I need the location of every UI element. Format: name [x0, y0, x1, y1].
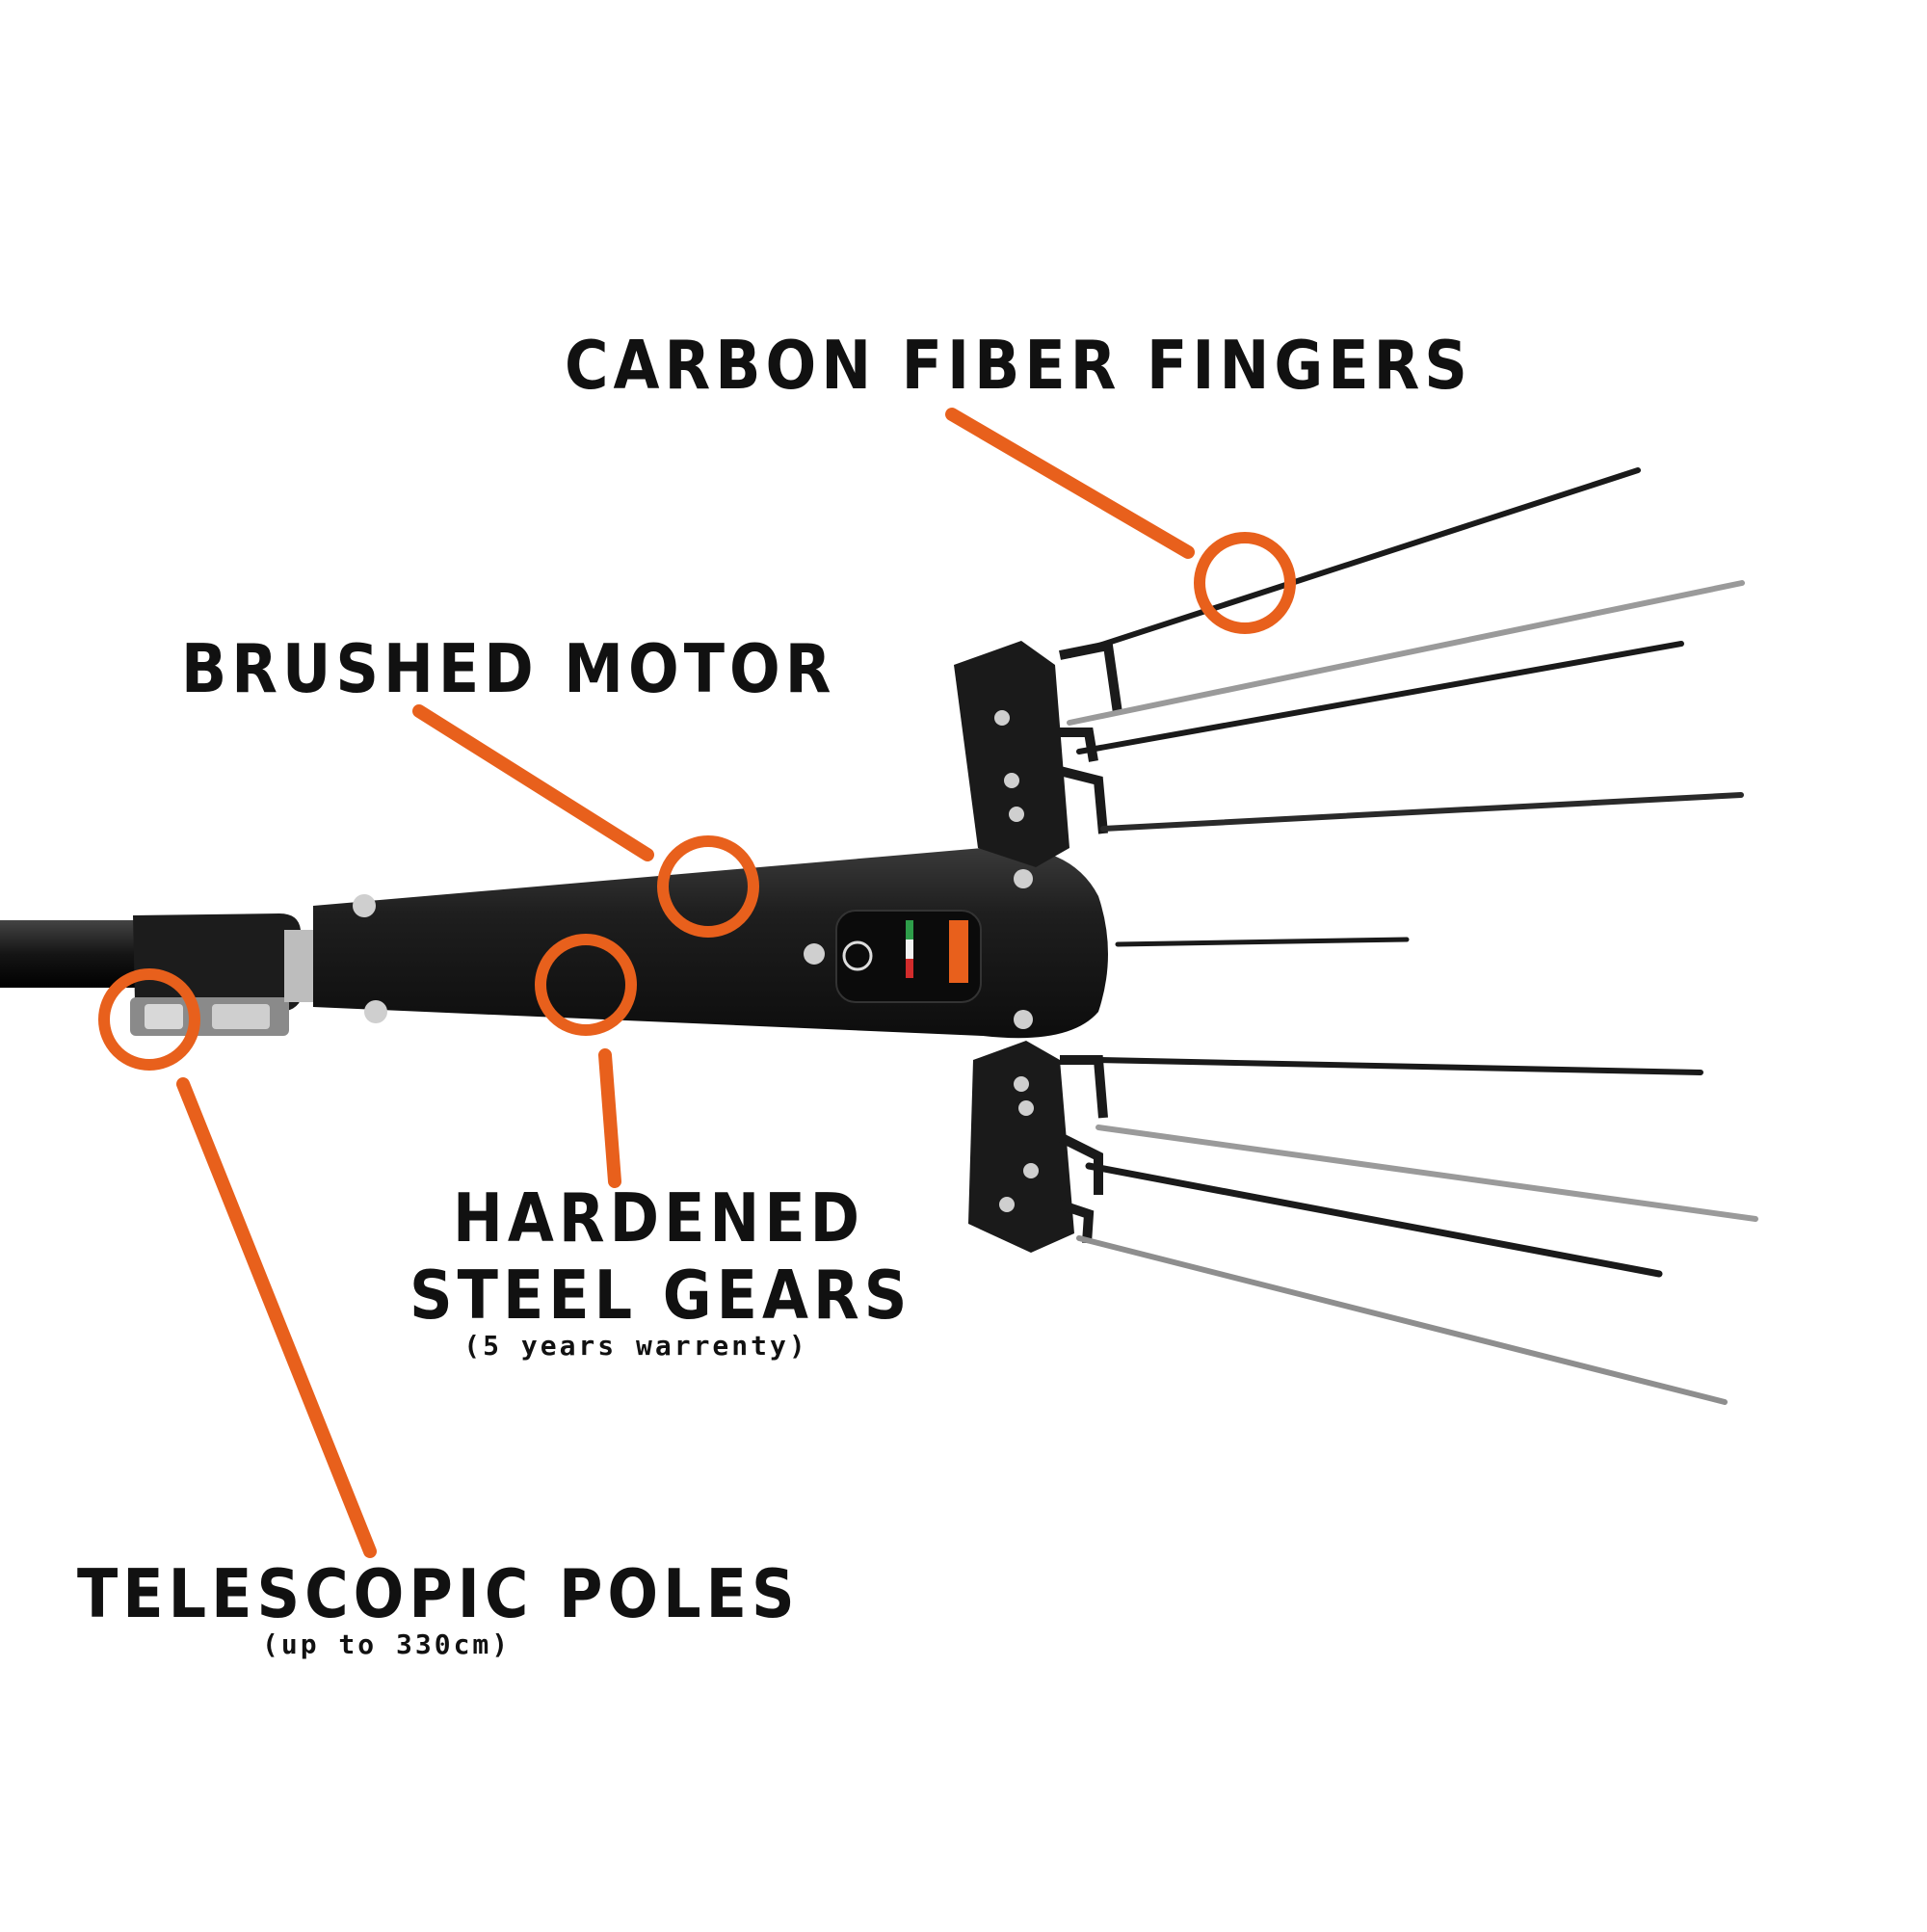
ce-mark-icon — [842, 940, 873, 971]
gears-label-line-1: HARDENED — [453, 1178, 865, 1258]
gears-label-line-2: STEEL GEARS — [409, 1256, 912, 1336]
carbon-fingers — [1067, 467, 1758, 1405]
brushed-motor-label: BRUSHED MOTOR — [181, 629, 836, 709]
motor-callout-ring — [657, 835, 759, 938]
carbon-fiber-fingers-label: CARBON FIBER FINGERS — [565, 326, 1472, 406]
telescopic-pole — [0, 920, 145, 988]
gears-callout-line — [598, 1048, 621, 1188]
upper-finger-head — [954, 640, 1122, 867]
telescopic-poles-label: TELESCOPIC POLES — [77, 1554, 800, 1634]
poles-callout-line — [176, 1077, 377, 1558]
motor-callout-line — [412, 704, 654, 861]
poles-length-note: (up to 330cm) — [262, 1628, 512, 1660]
carbon-callout-ring — [1194, 532, 1296, 634]
pole-collar — [133, 913, 303, 1021]
poles-callout-ring — [98, 968, 200, 1071]
gears-warranty-note: (5 years warrenty) — [463, 1330, 808, 1362]
lower-finger-head — [968, 1041, 1108, 1253]
motor-housing — [313, 847, 1108, 1039]
gears-callout-ring — [535, 934, 637, 1036]
carbon-callout-line — [945, 408, 1195, 559]
